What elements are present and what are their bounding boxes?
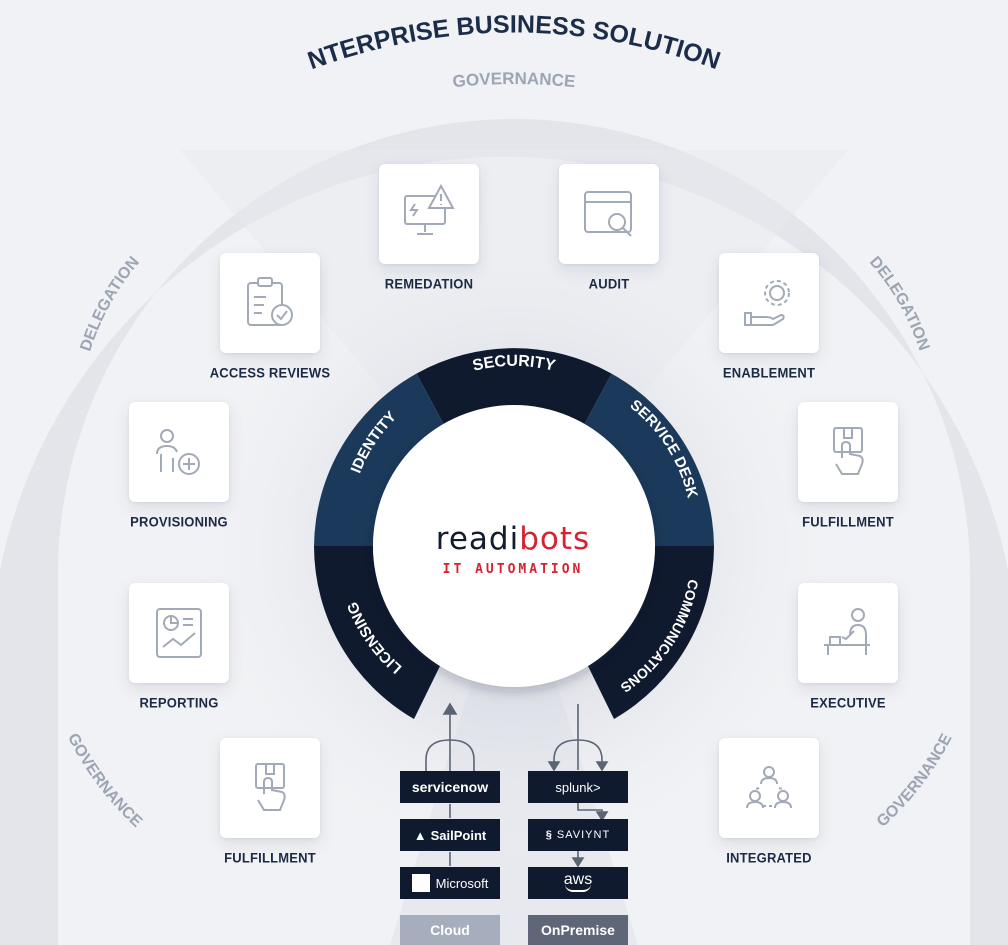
- hand-box-icon: [255, 763, 286, 811]
- logo-saviynt-text: SAVIYNT: [556, 829, 611, 841]
- brand-logo-part1: readi: [435, 521, 520, 557]
- tile-executive[interactable]: [798, 583, 898, 683]
- tile-provisioning[interactable]: [129, 402, 229, 502]
- tile-reporting-label: REPORTING: [139, 694, 219, 711]
- user-add-icon: [156, 429, 200, 475]
- brand-logo: readibots: [373, 521, 653, 557]
- sailpoint-icon: ▲: [413, 827, 427, 843]
- hand-box-icon: [833, 427, 864, 475]
- tile-access-reviews[interactable]: [220, 253, 320, 353]
- aws-smile-icon: [565, 884, 591, 892]
- governance-left-label: GOVERNANCE: [64, 731, 145, 831]
- governance-right-label: GOVERNANCE: [874, 731, 956, 831]
- tile-reporting[interactable]: [129, 583, 229, 683]
- tile-audit[interactable]: [559, 164, 659, 264]
- window-search-icon: [584, 191, 632, 237]
- tile-fulfillment-left-label: FULFILLMENT: [224, 849, 316, 866]
- cloud-connector-lines: [425, 702, 475, 866]
- logo-aws: aws: [528, 867, 628, 899]
- hand-gear-icon: [744, 280, 790, 326]
- brand-logo-part2: bots: [519, 521, 591, 557]
- brand-tagline: IT AUTOMATION: [442, 562, 584, 577]
- tile-fulfillment-left[interactable]: [220, 738, 320, 838]
- tile-enablement[interactable]: [719, 253, 819, 353]
- env-cloud: Cloud: [400, 915, 500, 945]
- clipboard-check-icon: [247, 277, 293, 326]
- logo-servicenow-text: servicenow: [411, 779, 489, 795]
- logo-splunk: splunk>: [528, 771, 628, 803]
- segment-security-label: SECURITY: [471, 353, 557, 375]
- logo-microsoft-text: Microsoft: [435, 875, 489, 891]
- logo-saviynt: §SAVIYNT: [528, 819, 628, 851]
- report-chart-icon: [156, 608, 202, 658]
- saviynt-icon: §: [545, 829, 553, 841]
- tile-fulfillment-right-label: FULFILLMENT: [802, 513, 894, 530]
- logo-microsoft: Microsoft: [400, 867, 500, 899]
- tile-integrated[interactable]: [719, 738, 819, 838]
- segment-service-desk: [583, 373, 714, 546]
- governance-top-label: GOVERNANCE: [452, 69, 577, 91]
- tile-remedation[interactable]: [379, 164, 479, 264]
- logo-sailpoint: ▲SailPoint: [400, 819, 500, 851]
- tile-enablement-label: ENABLEMENT: [722, 364, 816, 381]
- tile-fulfillment-right[interactable]: [798, 402, 898, 502]
- segment-licensing: [314, 546, 440, 719]
- tile-audit-label: AUDIT: [588, 275, 630, 292]
- tile-integrated-label: INTEGRATED: [726, 849, 812, 866]
- microsoft-icon: [411, 874, 430, 892]
- title-text: ENTERPRISE BUSINESS SOLUTIONS: [0, 0, 724, 75]
- onpremise-connector-lines: [547, 704, 609, 868]
- team-network-icon: [746, 766, 792, 809]
- executive-desk-icon: [824, 608, 870, 655]
- segment-identity: [314, 373, 445, 546]
- tile-executive-label: EXECUTIVE: [810, 694, 886, 711]
- segment-security: [416, 348, 612, 426]
- env-onpremise: OnPremise: [528, 915, 628, 945]
- logo-servicenow: servicenow: [400, 771, 500, 803]
- tile-remedation-label: REMEDATION: [384, 275, 474, 292]
- segment-communications: [588, 546, 714, 719]
- logo-splunk-text: splunk>: [555, 779, 601, 795]
- tile-access-reviews-label: ACCESS REVIEWS: [209, 364, 331, 381]
- center-circle: [373, 405, 655, 687]
- tile-provisioning-label: PROVISIONING: [130, 513, 228, 530]
- delegation-left-label: DELEGATION: [77, 254, 142, 354]
- logo-sailpoint-text: SailPoint: [430, 827, 487, 843]
- monitor-warning-icon: [404, 183, 455, 235]
